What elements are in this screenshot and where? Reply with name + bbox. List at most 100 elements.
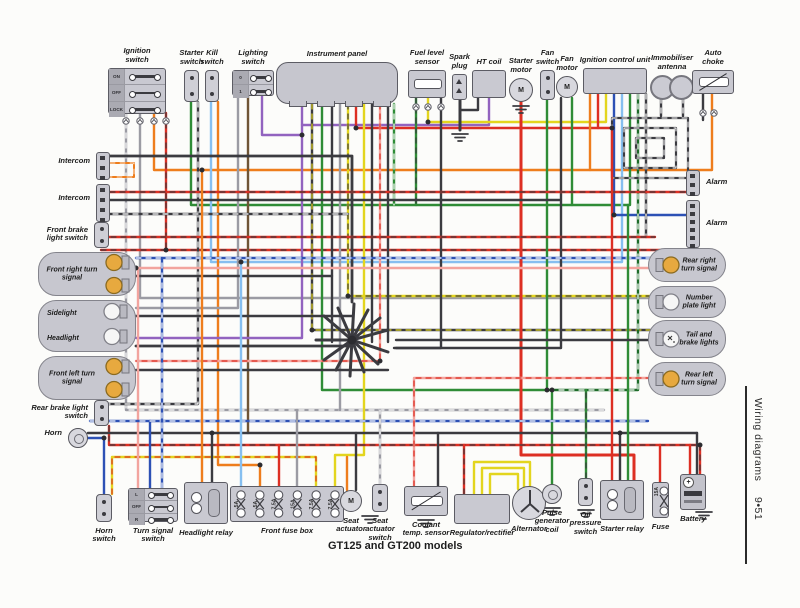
alarm-2-label: Alarm bbox=[706, 218, 728, 227]
number-plate-light-label: Number plate light bbox=[682, 294, 716, 309]
wire bbox=[216, 100, 262, 488]
seat-actuator: M bbox=[340, 490, 362, 512]
starter-motor-label: Starter motor bbox=[508, 56, 534, 74]
junction-dot bbox=[549, 387, 555, 393]
turn-signal-switch-position-off: OFF bbox=[129, 501, 145, 513]
junction-dot bbox=[425, 119, 431, 125]
connector-node-icon bbox=[162, 117, 170, 125]
front-left-turn-signal-bulbs bbox=[105, 356, 131, 401]
svg-text:15A: 15A bbox=[290, 499, 296, 509]
ignition-switch-position-on: ON bbox=[109, 69, 125, 85]
wire bbox=[260, 94, 304, 137]
ignition-switch-position-off: OFF bbox=[109, 85, 125, 101]
battery-label: Battery bbox=[680, 514, 706, 523]
junction-dot bbox=[309, 327, 315, 333]
horn-switch bbox=[96, 494, 112, 522]
wire bbox=[711, 110, 717, 115]
bulb-amber-icon bbox=[105, 276, 130, 295]
wire bbox=[700, 110, 706, 115]
ht-coil bbox=[472, 70, 506, 98]
ignition-switch-label: Ignition switch bbox=[123, 46, 151, 64]
bulb-white-icon bbox=[103, 327, 128, 345]
starter-switch bbox=[184, 70, 199, 102]
front-right-turn-signal-bulbs bbox=[105, 252, 131, 297]
wire bbox=[480, 466, 526, 496]
regulator-rectifier-label: Regulator/rectifier bbox=[449, 528, 515, 537]
fan-motor-label: Fan motor bbox=[556, 54, 578, 72]
bulb-white-icon bbox=[103, 302, 128, 320]
wire bbox=[634, 136, 666, 160]
turn-signal-switch-position-l: L bbox=[129, 489, 145, 501]
front-right-turn-signal-label: Front right turn signal bbox=[46, 266, 98, 281]
horn-label: Horn bbox=[44, 428, 63, 437]
starter-relay-label: Starter relay bbox=[600, 524, 644, 533]
junction-dot bbox=[101, 435, 107, 441]
rear-right-turn-signal-label: Rear right turn signal bbox=[681, 257, 717, 272]
junction-dot bbox=[697, 442, 703, 448]
ignition-control-unit-label: Ignition control unit bbox=[579, 54, 651, 64]
sidebar-page-number: 9•51 bbox=[752, 497, 764, 521]
fuse-glyph bbox=[659, 486, 669, 516]
wire bbox=[108, 425, 701, 475]
number-plate-light-bulbs bbox=[654, 291, 680, 313]
wire bbox=[350, 338, 366, 374]
junction-dot bbox=[238, 259, 244, 265]
wire bbox=[488, 472, 520, 496]
starter-motor-letter: M bbox=[518, 86, 524, 94]
wire bbox=[311, 103, 651, 331]
wire bbox=[551, 93, 639, 391]
starter-motor: M bbox=[509, 78, 533, 102]
junction-dot bbox=[199, 167, 205, 173]
wire bbox=[350, 338, 380, 366]
sidelight-headlight-label-sidelight: Sidelight bbox=[47, 309, 77, 317]
auto-choke bbox=[692, 70, 734, 94]
wire bbox=[622, 126, 678, 170]
horn-switch-label: Horn switch bbox=[92, 526, 116, 544]
rear-brake-light-switch-label: Rear brake light switch bbox=[31, 403, 88, 421]
wire bbox=[348, 338, 354, 378]
wire bbox=[438, 104, 444, 109]
wire bbox=[350, 302, 356, 342]
lighting-switch-position-1: 1 bbox=[233, 85, 249, 98]
junction-dot bbox=[257, 462, 263, 468]
fuse-rating: 15A bbox=[654, 487, 660, 497]
connector-node-icon bbox=[424, 103, 432, 111]
junction-dot bbox=[353, 125, 359, 131]
fan-motor: M bbox=[556, 76, 578, 98]
connector-node-icon bbox=[699, 109, 707, 117]
spark-plug-label: Spark plug bbox=[449, 52, 470, 70]
fan-motor-letter: M bbox=[564, 83, 570, 91]
junction-dot bbox=[377, 358, 383, 364]
wire bbox=[189, 92, 632, 207]
wire bbox=[334, 338, 354, 372]
junction-dot bbox=[299, 132, 305, 138]
svg-text:7.5A: 7.5A bbox=[309, 498, 315, 509]
wire bbox=[111, 456, 317, 495]
diagram-caption: GT125 and GT200 models bbox=[328, 540, 463, 552]
wire bbox=[350, 338, 390, 354]
wire bbox=[623, 127, 677, 169]
wire bbox=[350, 328, 390, 342]
rear-right-turn-signal-bulbs bbox=[654, 254, 680, 276]
svg-text:5A: 5A bbox=[234, 500, 240, 507]
rear-right-turn-signal: Rear right turn signal bbox=[648, 248, 726, 282]
bulb-white-icon bbox=[655, 293, 680, 311]
sidelight-headlight-label-headlight: Headlight bbox=[47, 334, 79, 342]
alternator bbox=[512, 486, 546, 520]
sidebar: Wiring diagrams 9•51 bbox=[752, 398, 764, 564]
regulator-rectifier bbox=[454, 494, 510, 524]
wire bbox=[137, 118, 143, 123]
instrument-panel-label: Instrument panel bbox=[306, 48, 368, 58]
alarm-1-label: Alarm bbox=[706, 177, 728, 186]
seat-actuator-label: Seat actuator bbox=[336, 516, 366, 534]
rear-left-turn-signal-label: Rear left turn signal bbox=[681, 371, 717, 386]
front-fuse-box-label: Front fuse box bbox=[260, 526, 314, 535]
seat-actuator-switch bbox=[372, 484, 388, 512]
ignition-control-unit bbox=[583, 68, 647, 94]
junction-dot bbox=[617, 430, 623, 436]
wire bbox=[151, 118, 157, 123]
intercom-2-label: Intercom bbox=[58, 193, 90, 202]
wire bbox=[519, 100, 636, 482]
